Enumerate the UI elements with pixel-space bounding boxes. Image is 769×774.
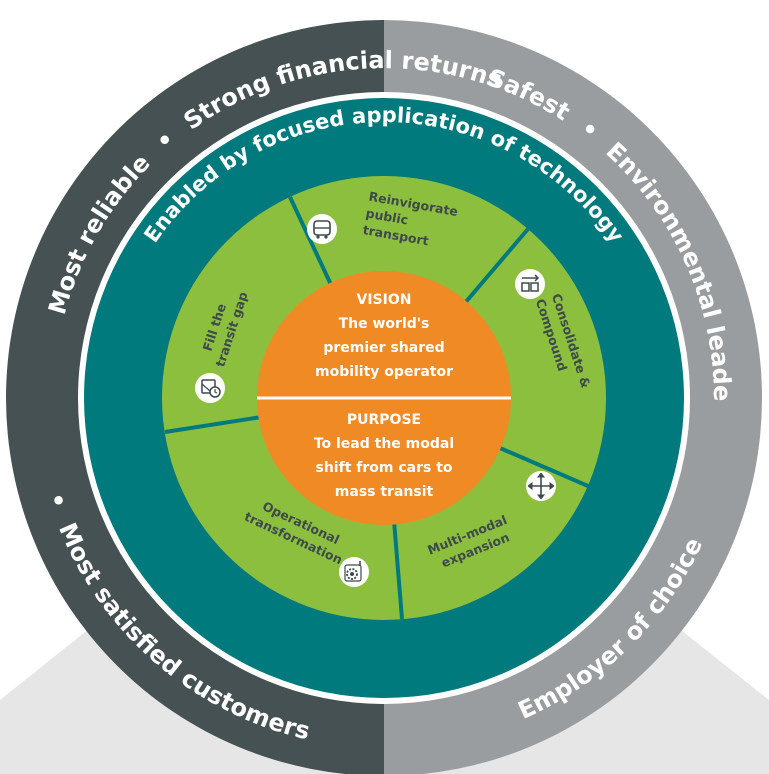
purpose-line-3: mass transit (335, 484, 434, 500)
vision-line-1: The world's (339, 316, 430, 332)
expand-arrows-icon (526, 471, 556, 501)
gear-icon (339, 557, 369, 587)
consolidate-icon (515, 269, 545, 299)
purpose-line-1: To lead the modal (314, 436, 454, 452)
bus-icon (307, 214, 337, 244)
purpose-heading: PURPOSE (347, 412, 421, 428)
vision-block: VISION The world's premier shared mobili… (315, 292, 453, 380)
vision-line-2: premier shared (323, 340, 444, 356)
vision-heading: VISION (357, 292, 412, 308)
reinvigorate-line-2: public (365, 205, 410, 227)
purpose-line-2: shift from cars to (316, 460, 453, 476)
clock-map-icon (195, 373, 225, 403)
vision-line-3: mobility operator (315, 364, 453, 380)
purpose-block: PURPOSE To lead the modal shift from car… (314, 412, 454, 500)
